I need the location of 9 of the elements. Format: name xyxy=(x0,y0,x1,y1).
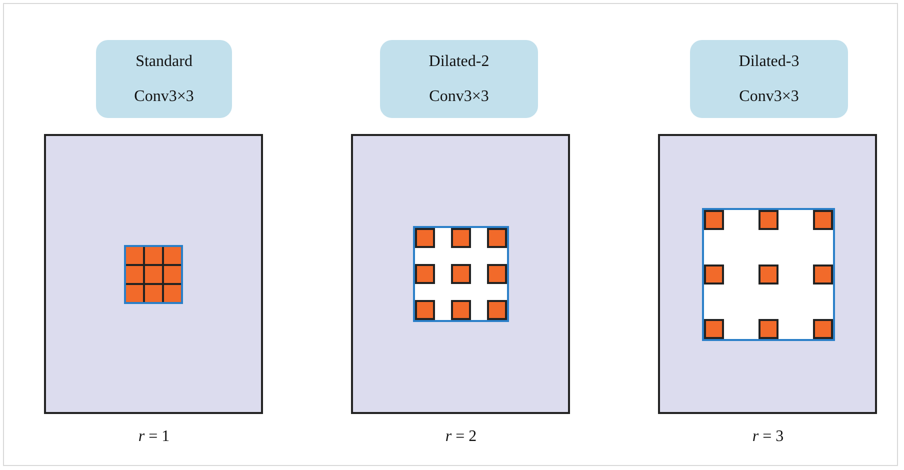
label-box xyxy=(380,40,538,118)
dilation-rate-label: r = 3 xyxy=(752,428,784,445)
label-box xyxy=(96,40,232,118)
dilation-rate-label: r = 2 xyxy=(445,428,477,445)
dilation-rate-label: r = 1 xyxy=(138,428,170,445)
kernel-name: Dilated-3 Conv3×3 xyxy=(738,52,800,107)
kernel-name: Dilated-2 Conv3×3 xyxy=(428,52,490,107)
label-box xyxy=(690,40,848,118)
kernel-name: Standard Conv3×3 xyxy=(133,52,195,107)
